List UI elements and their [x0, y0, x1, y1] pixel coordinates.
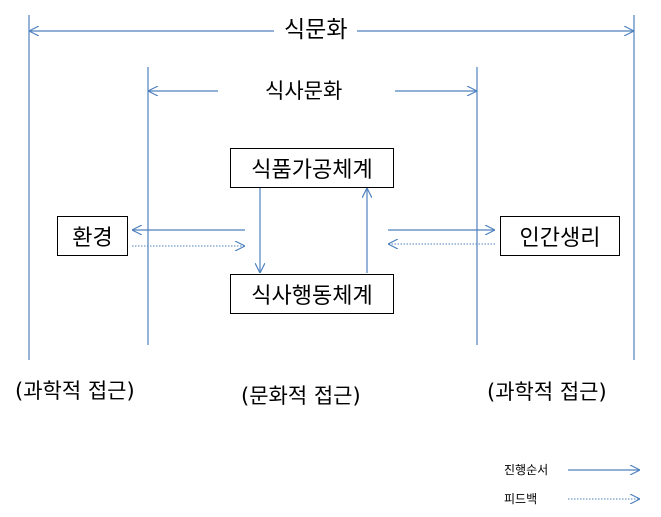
food-processing-box: 식품가공체계 [230, 148, 394, 188]
left-approach-label: (과학적 접근) [15, 379, 135, 403]
outer-span-label: 식문화 [274, 19, 358, 42]
human-physiology-box: 인간생리 [500, 216, 620, 256]
center-approach-label: (문화적 접근) [241, 384, 361, 408]
inner-span-label: 식사문화 [265, 79, 343, 103]
legend-feedback-label: 피드백 [504, 492, 538, 506]
environment-box: 환경 [57, 216, 128, 256]
right-approach-label: (과학적 접근) [487, 380, 607, 404]
eating-behavior-box: 식사행동체계 [230, 274, 394, 314]
legend-sequence-label: 진행순서 [504, 463, 549, 477]
